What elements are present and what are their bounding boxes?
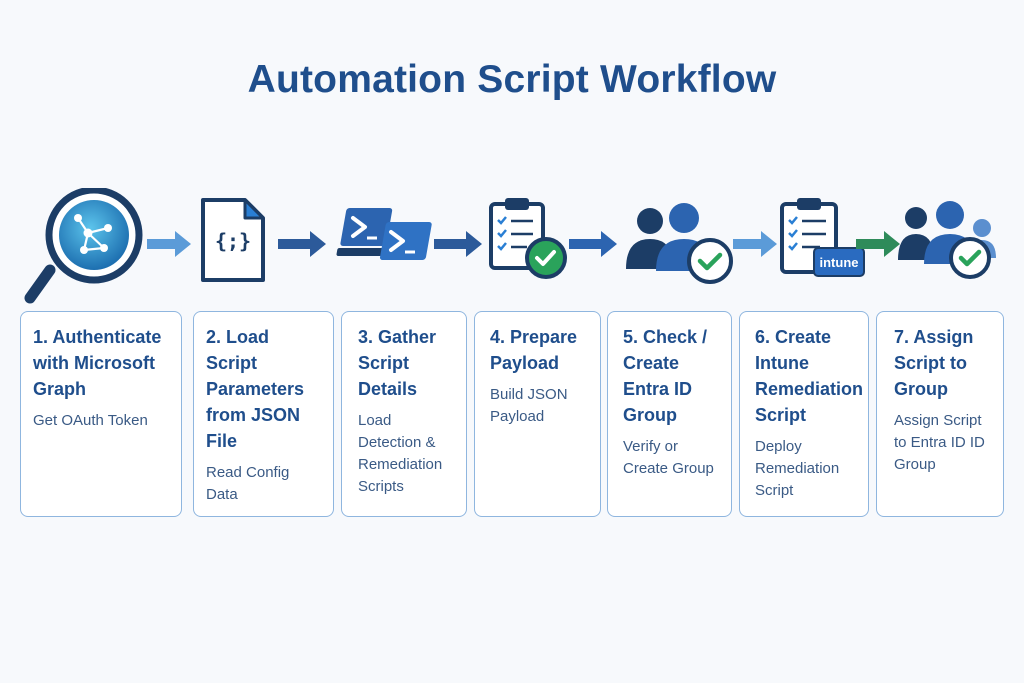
step-title: 5. Check / Create Entra ID Group (623, 327, 708, 425)
step-description: Load Detection & Remediation Scripts (358, 412, 443, 495)
step-description: Read Config Data (206, 464, 290, 503)
page-title: Automation Script Workflow (247, 58, 777, 101)
flow-arrow (569, 231, 617, 257)
step-title: 4. Prepare Payload (490, 327, 578, 373)
powershell-scripts-icon (336, 208, 432, 260)
step-title: 3. Gather Script Details (358, 327, 437, 399)
step-title: 6. Create Intune Remediation Script (755, 327, 864, 425)
step-card-7: 7. Assign Script to Group Assign Script … (876, 311, 1004, 517)
clipboard-check-icon (489, 198, 567, 279)
flow-arrow (434, 231, 482, 257)
step-card-3: 3. Gather Script Details Load Detection … (341, 311, 467, 517)
group-check-icon (626, 203, 733, 284)
intune-badge-label: intune (820, 255, 859, 270)
flow-arrow (733, 231, 777, 257)
step-card-4: 4. Prepare Payload Build JSON Payload (474, 311, 601, 517)
flow-arrow (147, 231, 191, 257)
group-assign-icon (898, 201, 996, 279)
flow-arrow (278, 231, 326, 257)
step-title: 1. Authenticate with Microsoft Graph (33, 327, 162, 399)
step-title: 2. Load Script Parameters from JSON File (206, 327, 305, 451)
svg-text:{;}: {;} (215, 229, 251, 253)
step-card-5: 5. Check / Create Entra ID Group Verify … (607, 311, 732, 517)
flow-arrow (856, 231, 900, 257)
json-file-icon: {;} (201, 198, 265, 282)
step-title: 7. Assign Script to Group (894, 327, 974, 399)
step-description: Deploy Remediation Script (755, 438, 840, 499)
step-card-2: 2. Load Script Parameters from JSON File… (193, 311, 334, 517)
clipboard-intune-icon: intune (780, 198, 865, 277)
step-card-1: 1. Authenticate with Microsoft Graph Get… (20, 311, 182, 517)
step-description: Get OAuth Token (33, 412, 148, 429)
step-card-6: 6. Create Intune Remediation Script Depl… (739, 311, 869, 517)
step-description: Assign Script to Entra ID ID Group (894, 412, 985, 473)
step-description: Build JSON Payload (490, 386, 568, 425)
step-description: Verify or Create Group (623, 438, 714, 477)
magnifier-graph-icon (24, 188, 143, 304)
